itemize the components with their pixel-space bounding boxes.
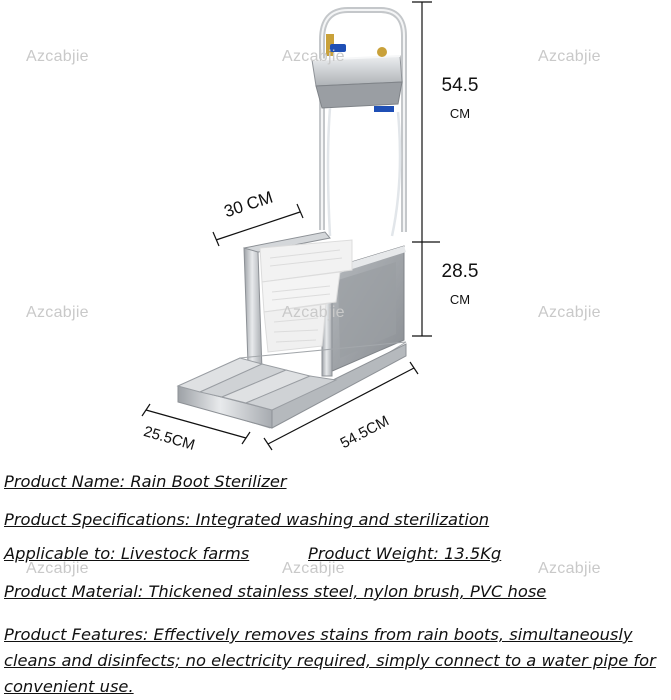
product-applicable: Applicable to: Livestock farms xyxy=(4,544,250,563)
watermark-text: Azcabjie xyxy=(282,560,345,577)
base-tray xyxy=(176,341,407,429)
watermark-text: Azcabjie xyxy=(538,48,601,65)
product-features: Product Features: Effectively removes st… xyxy=(4,625,656,696)
dimension-lines xyxy=(141,1,440,451)
watermark-text: Azcabjie xyxy=(538,560,601,577)
dimension-value: 54.5 xyxy=(441,75,479,96)
dimension-height-upper: 54.5 CM xyxy=(436,76,484,120)
pvc-hose xyxy=(326,107,402,237)
product-figure: Azcabjie Azcabjie Azcabjie Azcabjie Azca… xyxy=(26,1,601,454)
dimension-unit: CM xyxy=(449,106,471,121)
watermark-text: Azcabjie xyxy=(26,560,89,577)
watermark-text: Azcabjie xyxy=(282,304,345,321)
dimension-height-lower: 28.5 CM xyxy=(436,262,484,306)
nylon-brush xyxy=(259,239,353,353)
watermark-text: Azcabjie xyxy=(26,304,89,321)
product-material: Product Material: Thickened stainless st… xyxy=(4,582,547,601)
watermark-text: Azcabjie xyxy=(282,48,345,65)
product-weight: Product Weight: 13.5Kg xyxy=(308,544,502,563)
dimension-value: 28.5 xyxy=(441,261,479,282)
product-specifications: Product Specifications: Integrated washi… xyxy=(4,510,490,529)
product-illustration xyxy=(141,1,440,451)
water-valve xyxy=(326,34,394,112)
dimension-unit: CM xyxy=(449,292,471,307)
handle-frame xyxy=(319,7,407,232)
watermark-text: Azcabjie xyxy=(538,304,601,321)
water-tank xyxy=(311,55,403,109)
product-name: Product Name: Rain Boot Sterilizer xyxy=(4,472,287,491)
watermark-text: Azcabjie xyxy=(26,48,89,65)
